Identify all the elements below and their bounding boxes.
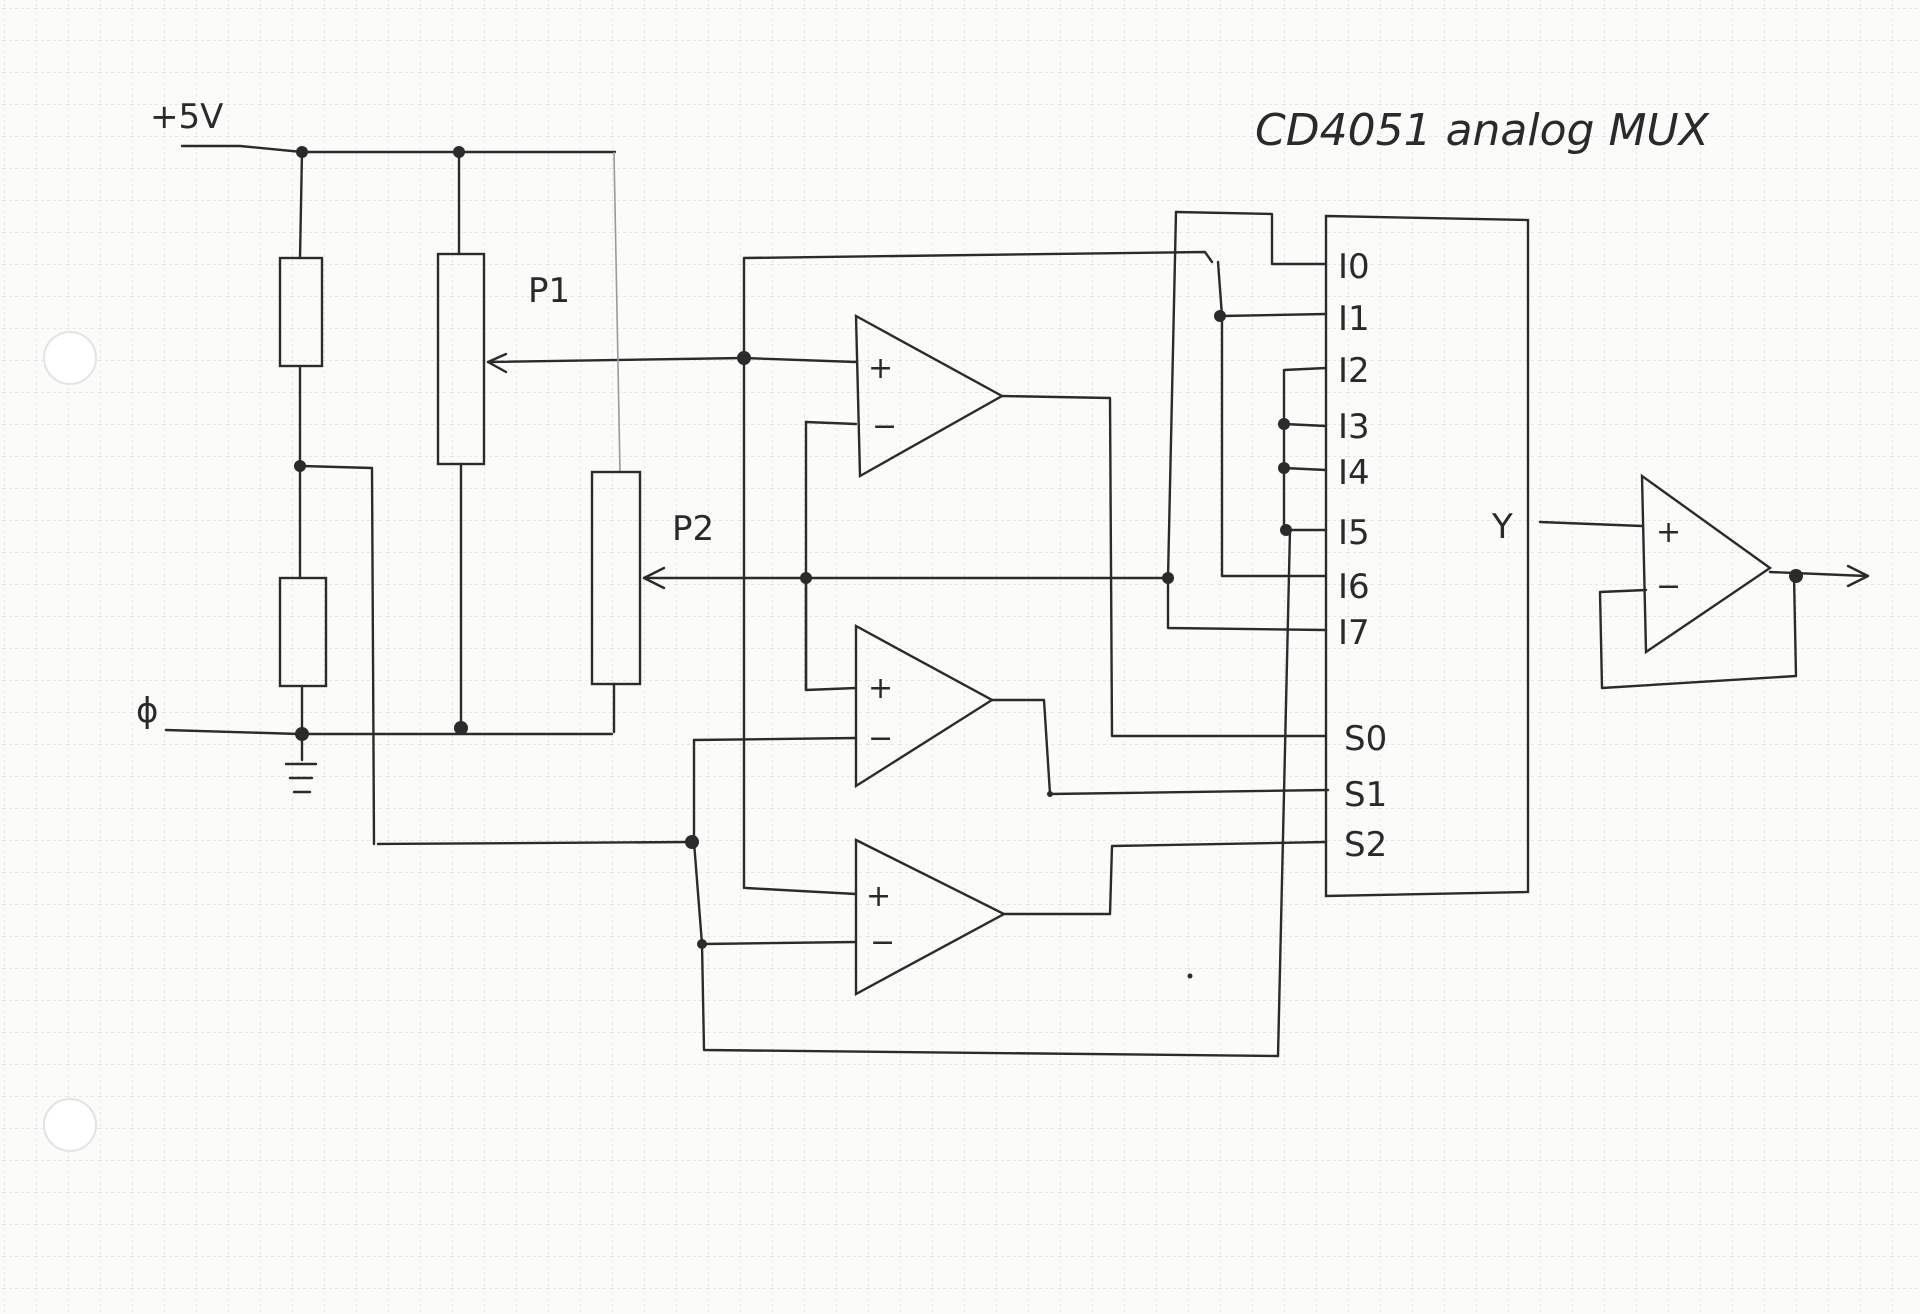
mux-pin-s0: S0 xyxy=(1344,719,1387,759)
mux-chip xyxy=(1166,210,1530,1058)
opamp-3: + − xyxy=(702,838,1328,997)
opamp-2-plus: + xyxy=(868,671,893,706)
mux-select-pins: S0 S1 S2 xyxy=(1344,719,1387,865)
p1-label: P1 xyxy=(528,271,570,311)
opamp-3-minus: − xyxy=(870,925,895,960)
p2-label: P2 xyxy=(672,509,714,549)
mux-pin-i7: I7 xyxy=(1338,613,1370,653)
junction-dots xyxy=(294,146,1803,979)
mux-pin-i4: I4 xyxy=(1338,453,1370,493)
diagram-title: CD4051 analog MUX xyxy=(1255,105,1710,156)
opamp-1-minus: − xyxy=(872,409,897,444)
output-arrow xyxy=(1846,564,1870,588)
binder-hole-top xyxy=(43,331,97,385)
mux-input-pins: I0 I1 I2 I3 I4 I5 I6 I7 xyxy=(1338,247,1370,653)
mux-pin-i6: I6 xyxy=(1338,567,1370,607)
mux-pin-i5: I5 xyxy=(1338,513,1370,553)
binder-hole-bottom xyxy=(43,1098,97,1152)
mux-pin-y: Y xyxy=(1491,507,1513,547)
mux-pin-s1: S1 xyxy=(1344,775,1387,815)
mux-pin-s2: S2 xyxy=(1344,825,1387,865)
mux-pin-i3: I3 xyxy=(1338,407,1370,447)
opamp-3-plus: + xyxy=(866,879,891,914)
potentiometer-p1: P1 xyxy=(436,150,746,730)
mux-chip-body xyxy=(1324,214,1530,898)
buffer-minus: − xyxy=(1656,569,1681,604)
opamp-1: + − xyxy=(742,313,1328,738)
supply-label: +5V xyxy=(150,97,223,137)
mux-pin-i0: I0 xyxy=(1338,247,1370,287)
resistor-divider xyxy=(278,150,376,846)
potentiometer-p2: P2 xyxy=(590,151,1170,734)
output-buffer-opamp: + − xyxy=(1538,473,1870,690)
opamp-1-plus: + xyxy=(868,351,893,386)
mux-pin-i2: I2 xyxy=(1338,351,1370,391)
buffer-plus: + xyxy=(1656,515,1681,550)
ground-symbol xyxy=(284,762,318,794)
ground-label: ϕ xyxy=(136,691,158,731)
opamp-2-minus: − xyxy=(868,721,893,756)
opamp-2: + − xyxy=(692,623,1330,796)
mux-pin-i1: I1 xyxy=(1338,299,1370,339)
